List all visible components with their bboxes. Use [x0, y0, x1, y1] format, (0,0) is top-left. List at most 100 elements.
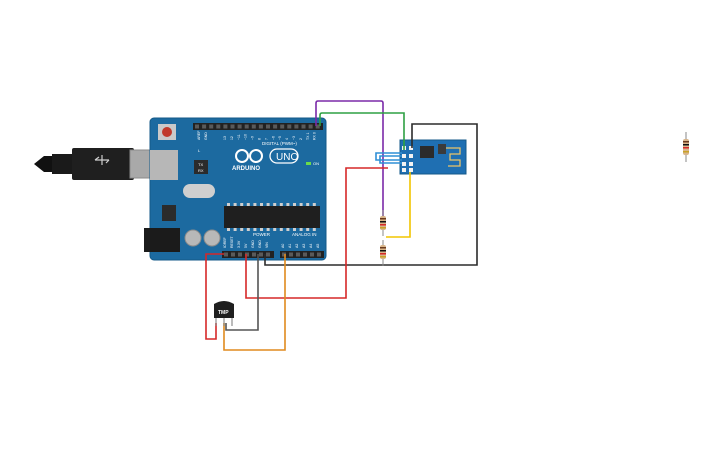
wire-red[interactable]: [245, 167, 388, 299]
wire-gray-sensor[interactable]: [225, 254, 259, 331]
reset-button-cap[interactable]: [162, 127, 172, 137]
digital-pin-label: RX 0: [313, 132, 317, 140]
analog-header-label: ANALOG IN: [292, 232, 317, 237]
power-pin-label: VIN: [265, 242, 269, 248]
wire-green[interactable]: [319, 112, 405, 150]
power-pin-hole[interactable]: [238, 252, 242, 257]
digital-pin-label: 13: [223, 136, 227, 140]
digital-pin-hole[interactable]: [244, 124, 249, 129]
regulator: [162, 205, 176, 221]
model-label: UNO: [276, 152, 298, 163]
chip-pin: [279, 228, 283, 231]
digital-pin-header[interactable]: [193, 123, 323, 130]
esp-chip: [420, 146, 434, 158]
digital-pin-hole[interactable]: [216, 124, 221, 129]
chip-pin: [306, 203, 310, 206]
wire-blue[interactable]: [375, 152, 402, 161]
power-pin-hole[interactable]: [231, 252, 235, 257]
chip-pin: [299, 203, 303, 206]
digital-pin-hole[interactable]: [294, 124, 299, 129]
analog-pin-hole[interactable]: [310, 252, 314, 257]
resistor-loose[interactable]: [683, 132, 689, 162]
power-header-label: POWER: [253, 232, 271, 237]
atmega-chip: [224, 206, 320, 228]
wire-blue-2[interactable]: [379, 155, 402, 164]
digital-pin-hole[interactable]: [258, 124, 263, 129]
power-pin-label: GND: [251, 240, 255, 248]
digital-pin-hole[interactable]: [315, 124, 320, 129]
digital-pin-hole[interactable]: [273, 124, 278, 129]
chip-pin: [266, 228, 270, 231]
on-led: [306, 162, 311, 165]
digital-pin-label: ~6: [271, 136, 275, 140]
analog-pin-hole[interactable]: [289, 252, 293, 257]
digital-pin-label: 8: [258, 138, 262, 140]
analog-pin-hole[interactable]: [317, 252, 321, 257]
chip-pin: [260, 228, 263, 231]
resistor-2[interactable]: [380, 240, 386, 266]
digital-pin-hole[interactable]: [202, 124, 207, 129]
usb-chip: [194, 160, 208, 174]
arduino-logo: [235, 149, 263, 163]
digital-pin-hole[interactable]: [251, 124, 256, 129]
digital-pin-hole[interactable]: [287, 124, 292, 129]
digital-pin-hole[interactable]: [195, 124, 199, 129]
digital-pin-hole[interactable]: [308, 124, 313, 129]
chip-pin: [312, 203, 316, 206]
wire-orange-sensor[interactable]: [223, 254, 286, 351]
power-pin-label: GND: [258, 240, 262, 248]
wires: [205, 100, 478, 351]
digital-pin-hole[interactable]: [266, 124, 270, 129]
chip-pin: [253, 203, 257, 206]
analog-pin-hole[interactable]: [296, 252, 300, 257]
power-pin-hole[interactable]: [252, 252, 256, 257]
digital-pin-hole[interactable]: [230, 124, 235, 129]
analog-pin-header[interactable]: [280, 251, 324, 258]
digital-pin-hole[interactable]: [280, 124, 285, 129]
analog-pin-label: A3: [302, 244, 306, 248]
digital-pin-hole[interactable]: [209, 124, 214, 129]
esp-chip-small: [438, 144, 446, 154]
chip-pin: [293, 228, 296, 231]
chip-pin: [286, 228, 290, 231]
tmp-temperature-sensor[interactable]: TMP: [214, 301, 234, 326]
digital-pin-label: 2: [299, 138, 303, 140]
wire-red-sensor[interactable]: [205, 253, 224, 340]
chip-pin: [306, 228, 310, 231]
chip-pin: [286, 203, 290, 206]
resistor-1[interactable]: [380, 210, 386, 236]
digital-pin-label: TX 1: [306, 133, 310, 140]
chip-pin: [240, 203, 244, 206]
digital-pin-hole[interactable]: [301, 124, 306, 129]
antenna-trace: [446, 147, 461, 167]
analog-pin-label: A5: [316, 244, 320, 248]
digital-pin-label: ~3: [292, 136, 296, 140]
wire-black[interactable]: [264, 123, 478, 266]
model-badge: [269, 148, 299, 164]
chip-pin: [273, 203, 277, 206]
esp8266-wifi-module[interactable]: [399, 139, 467, 175]
analog-pin-hole[interactable]: [282, 252, 286, 257]
wire-purple[interactable]: [315, 100, 384, 222]
digital-pin-hole[interactable]: [223, 124, 228, 129]
chip-pin: [233, 203, 237, 206]
power-pin-hole[interactable]: [259, 252, 263, 257]
power-pin-label: 5V: [244, 243, 248, 248]
arduino-uno-board[interactable]: ARDUINO UNO DIGITAL (PWM~) POWER ANALOG …: [144, 117, 327, 261]
power-pin-hole[interactable]: [245, 252, 249, 257]
digital-pin-label: 12: [230, 136, 234, 140]
power-pin-hole[interactable]: [224, 252, 228, 257]
capacitor-1: [184, 229, 202, 247]
chip-pin: [299, 228, 303, 231]
chip-pin: [227, 203, 230, 206]
digital-pin-hole[interactable]: [237, 124, 242, 129]
usb-port: [150, 150, 178, 180]
power-pin-hole[interactable]: [266, 252, 270, 257]
wire-yellow[interactable]: [386, 172, 411, 238]
brand-label: ARDUINO: [232, 166, 260, 172]
chip-pin: [246, 228, 250, 231]
analog-pin-hole[interactable]: [303, 252, 307, 257]
